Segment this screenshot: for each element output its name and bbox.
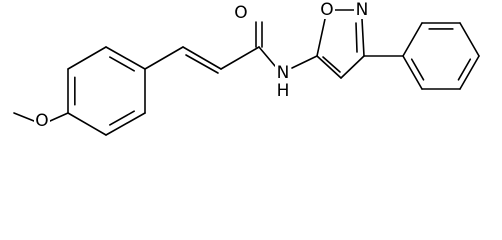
svg-text:N: N [277, 63, 290, 83]
bond-phenyl-ring [459, 55, 480, 90]
bond-phenyl-ring [402, 22, 423, 57]
bond-anisyl-ring [105, 112, 146, 136]
bond-anisyl-ring-inner [109, 56, 135, 72]
bond-n-isoxazole [291, 55, 318, 69]
bond-methoxy-o [49, 112, 69, 122]
svg-text:N: N [356, 0, 369, 20]
atom-h-amide: H [275, 81, 291, 101]
svg-text:H: H [277, 81, 290, 101]
bond-vinyl [182, 46, 222, 70]
atom-labels: O O N N H O [34, 0, 370, 131]
bond-methoxy-ch3 [13, 112, 35, 122]
atom-n-amide: N [275, 63, 291, 83]
bond-lines [13, 9, 480, 136]
bond-phenyl-ring [459, 22, 480, 57]
svg-text:O: O [234, 3, 247, 23]
bond-isoxazole-n-c3-double [355, 22, 358, 53]
bond-vinyl-carbonyl [220, 46, 260, 70]
bond-phenyl-ring-inner [410, 58, 425, 81]
bond-phenyl-ring-inner [457, 58, 472, 81]
bond-vinyl-double [185, 54, 219, 74]
bond-isoxazole-c3-c4 [340, 55, 365, 79]
bond-isoxazole-c4-c5 [316, 55, 342, 79]
bond-isoxazole-c4-c5-double [322, 56, 341, 73]
svg-text:O: O [320, 0, 333, 20]
bond-anisyl-ring [105, 46, 146, 70]
bond-anisyl-ring [67, 46, 107, 70]
bond-phenyl-ring [402, 55, 423, 90]
atom-o-carbonyl: O [233, 3, 249, 23]
bond-isoxazole-c5-o [316, 18, 326, 57]
atom-n-isoxazole: N [354, 0, 370, 20]
svg-text:O: O [35, 111, 48, 131]
atom-o-isoxazole: O [319, 0, 335, 20]
chemical-structure-diagram: O O N N H O [13, 0, 480, 136]
bond-anisyl-ring [67, 112, 107, 136]
bond-isoxazole-n-c3 [361, 18, 365, 57]
atom-o-methoxy: O [34, 111, 50, 131]
bond-anisyl-ring-inner [109, 110, 135, 126]
bond-carbonyl-n [258, 46, 276, 67]
bond-aryl-vinyl [144, 46, 184, 70]
